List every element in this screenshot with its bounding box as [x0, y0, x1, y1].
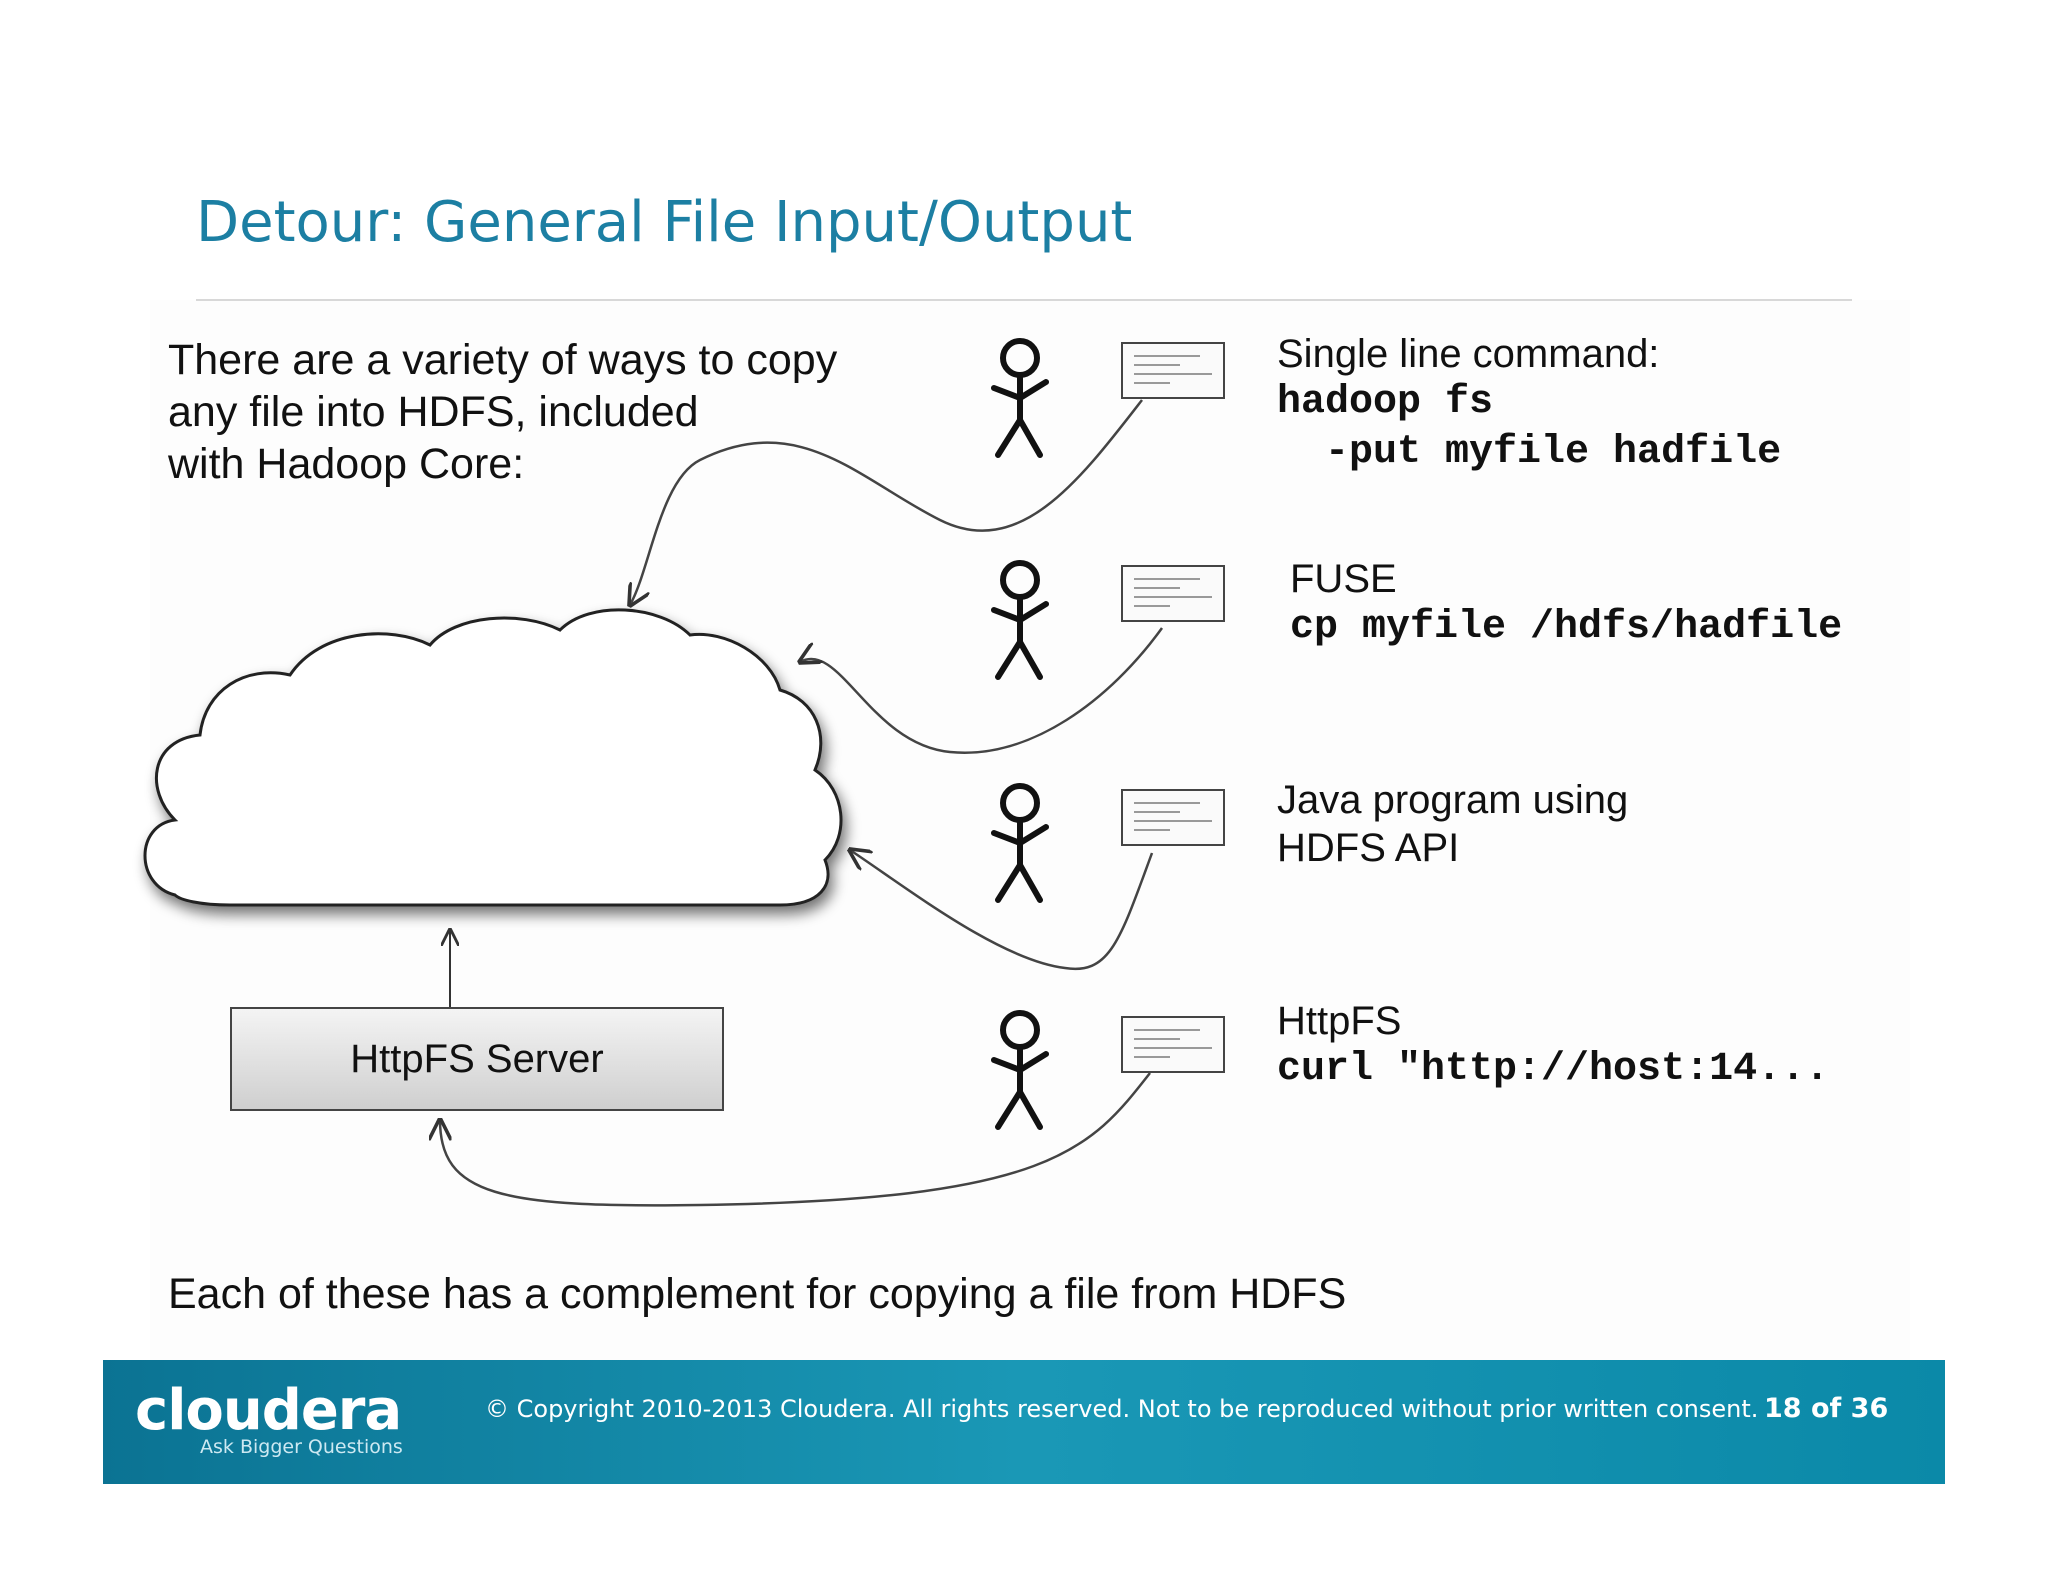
document-icon-3 [1121, 789, 1225, 846]
user-icon-2 [991, 560, 1049, 680]
user-icon-4 [991, 1010, 1049, 1130]
document-icon-4 [1121, 1016, 1225, 1073]
put-arrow [630, 399, 1143, 605]
method-fuse: FUSE cp myfile /hdfs/hadfile [1290, 555, 1842, 653]
document-icon-2 [1121, 565, 1225, 622]
fuse-arrow [800, 627, 1164, 754]
method-code-line: hadoop fs [1277, 380, 1494, 425]
method-httpfs: HttpFS curl "http://host:14... [1277, 997, 1829, 1095]
method-heading: Java program using [1277, 778, 1629, 822]
intro-line: with Hadoop Core: [168, 440, 525, 488]
document-icon-1 [1121, 342, 1225, 399]
intro-line: There are a variety of ways to copy [168, 336, 838, 384]
method-heading: FUSE [1290, 557, 1397, 601]
httpfs-server-box: HttpFS Server [230, 1007, 724, 1111]
bottom-note: Each of these has a complement for copyi… [168, 1270, 1347, 1318]
httpfs-arrow [440, 1072, 1151, 1207]
method-java: Java program using HDFS API [1277, 776, 1628, 872]
method-heading: HDFS API [1277, 826, 1460, 870]
logo-tagline: Ask Bigger Questions [200, 1436, 403, 1458]
method-heading: Single line command: [1277, 332, 1660, 376]
user-icon-3 [991, 783, 1049, 903]
method-code-line: cp myfile /hdfs/hadfile [1290, 605, 1843, 650]
method-heading: HttpFS [1277, 999, 1402, 1043]
copyright-text: © Copyright 2010-2013 Cloudera. All righ… [485, 1395, 1759, 1423]
hdfs-cloud [143, 608, 843, 907]
httpfs-server-label: HttpFS Server [350, 1036, 604, 1081]
page-number: 18 of 36 [1764, 1393, 1889, 1424]
user-icon-1 [991, 338, 1049, 458]
intro-line: any file into HDFS, included [168, 388, 699, 436]
slide-title: Detour: General File Input/Output [196, 190, 1133, 255]
footer-bar [103, 1360, 1945, 1484]
java-arrow [850, 850, 1154, 971]
intro-text: There are a variety of ways to copy any … [168, 334, 948, 490]
method-code-line: curl "http://host:14... [1277, 1047, 1830, 1092]
cloudera-logo: cloudera [135, 1378, 402, 1443]
method-put: Single line command: hadoop fs -put myfi… [1277, 330, 1781, 478]
title-divider [196, 299, 1852, 301]
method-code-line: -put myfile hadfile [1277, 430, 1782, 475]
